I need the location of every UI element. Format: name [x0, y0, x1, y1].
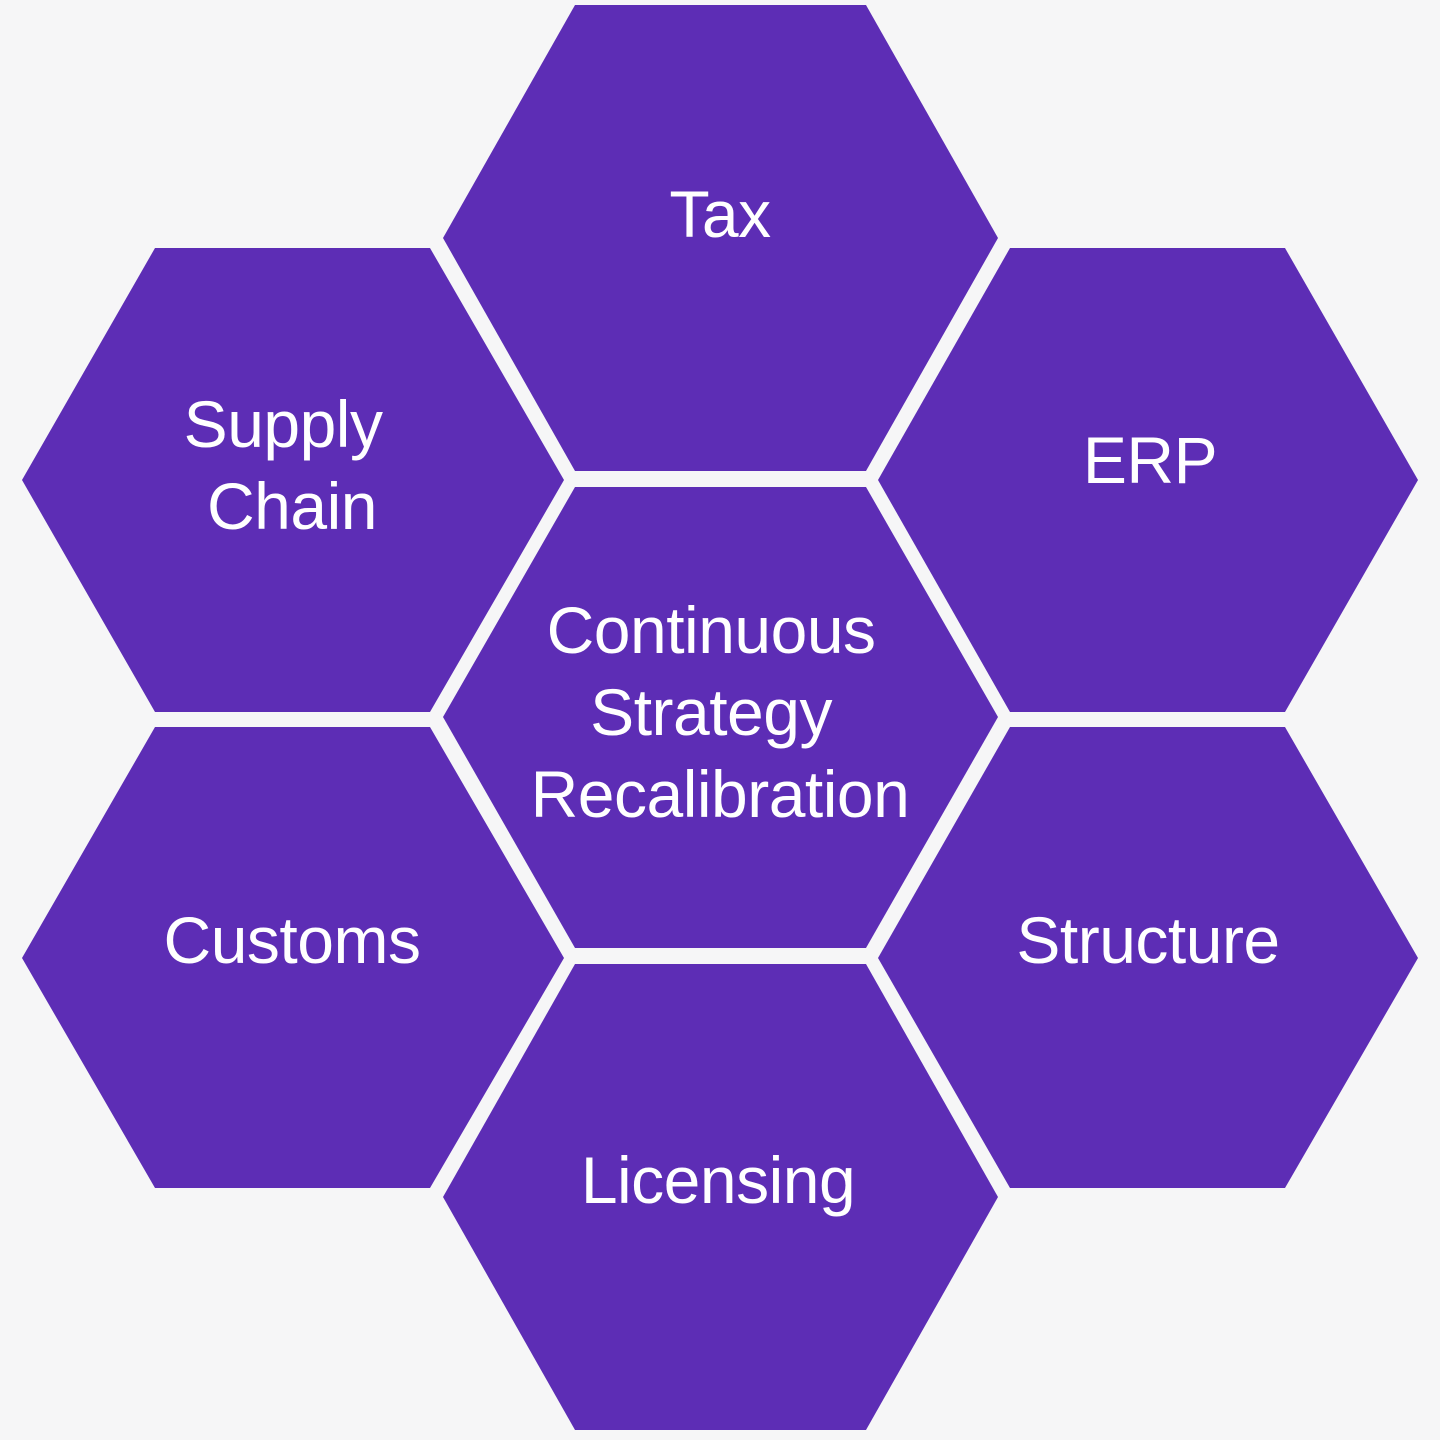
hexagon-structure: Structure — [878, 727, 1418, 1188]
hexagon-supply-chain-shape — [22, 248, 564, 712]
hexagon-customs-label: Customs — [164, 903, 421, 977]
hexagon-customs-label-line: Customs — [164, 903, 421, 977]
hexagon-center-label-line: Continuous — [547, 593, 876, 667]
hexagon-supply-chain-label-line: Chain — [207, 469, 377, 543]
hexagon-supply-chain-label: Supply Chain — [184, 387, 401, 543]
hexagon-supply-chain-label-line: Supply — [184, 387, 383, 461]
hexagon-customs: Customs — [22, 727, 564, 1188]
hexagon-tax-label-line: Tax — [669, 177, 771, 251]
hexagon-center-shape — [443, 487, 998, 948]
hexagon-licensing-label: Licensing — [581, 1143, 855, 1217]
hexagon-erp-label-line: ERP — [1083, 423, 1217, 497]
hexagon-center-label-line: Strategy — [590, 675, 832, 749]
hexagon-center-label-line: Recalibration — [531, 757, 910, 831]
hexagon-structure-shape — [878, 727, 1418, 1188]
hexagon-supply-chain: Supply Chain — [22, 248, 564, 712]
hexagon-structure-label: Structure — [1016, 903, 1279, 977]
hexagon-licensing: Licensing — [443, 964, 998, 1430]
hexagon-erp-shape — [878, 248, 1418, 712]
hexagon-center-label: Continuous Strategy Recalibration — [531, 593, 910, 831]
hexagon-licensing-shape — [443, 964, 998, 1430]
hexagon-erp-label: ERP — [1083, 423, 1217, 497]
hexagon-tax-shape — [443, 5, 998, 471]
hexagon-erp: ERP — [878, 248, 1418, 712]
hexagon-customs-shape — [22, 727, 564, 1188]
hexagon-tax: Tax — [443, 5, 998, 471]
hexagon-structure-label-line: Structure — [1016, 903, 1279, 977]
hexagon-tax-label: Tax — [669, 177, 771, 251]
hexagon-center: Continuous Strategy Recalibration — [443, 487, 998, 948]
hexagon-licensing-label-line: Licensing — [581, 1143, 855, 1217]
